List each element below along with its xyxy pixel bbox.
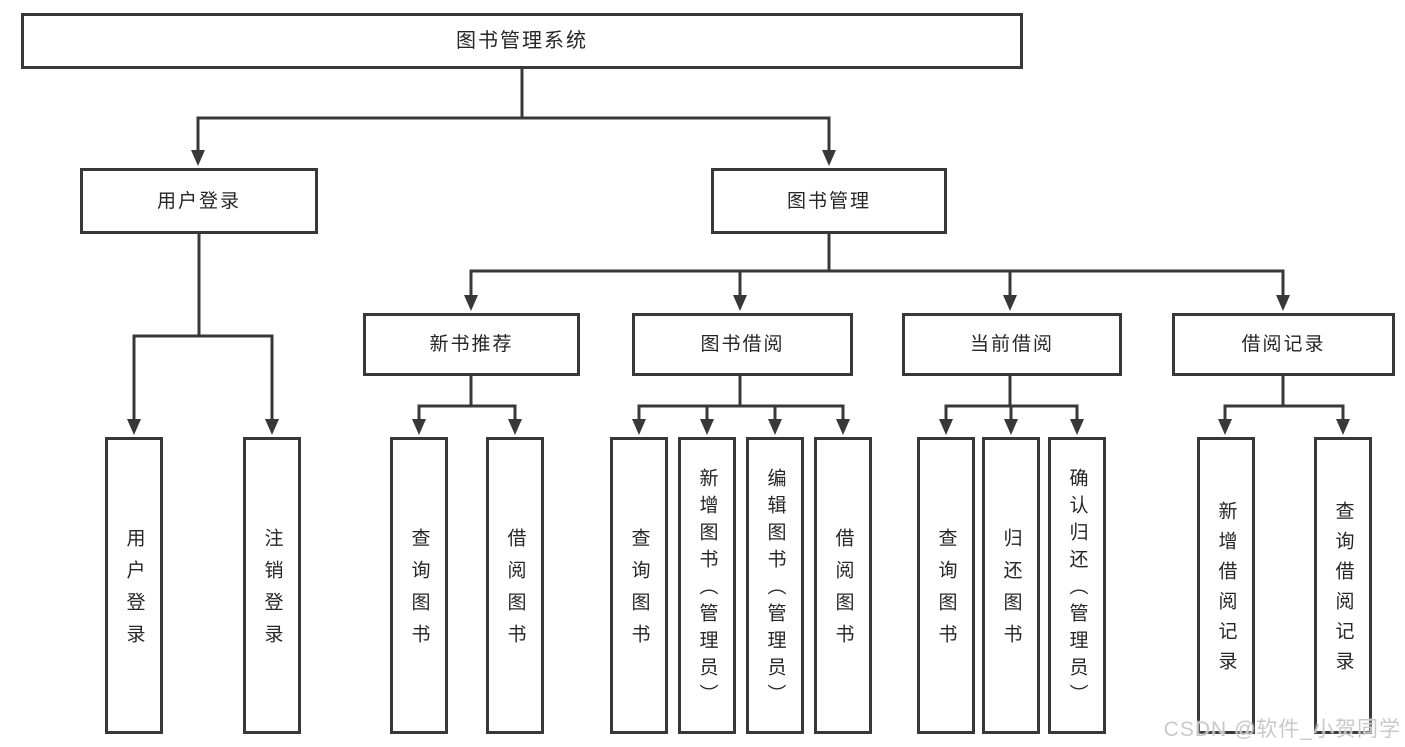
node-book-borrowing: 图书借阅 — [632, 313, 853, 376]
node-label: 借阅图书 — [504, 528, 526, 656]
node-nb-borrow-books: 借阅图书 — [486, 437, 544, 734]
node-bb-borrow-books: 借阅图书 — [814, 437, 872, 734]
node-library-management-system: 图书管理系统 — [21, 13, 1023, 69]
node-nb-query-books: 查询图书 — [390, 437, 448, 734]
node-user-login-leaf: 用户登录 — [105, 437, 163, 734]
node-label: 用户登录 — [123, 528, 145, 656]
node-label: 查询图书 — [935, 528, 957, 656]
node-br-query-record: 查询借阅记录 — [1314, 437, 1372, 734]
node-label: 图书借阅 — [700, 334, 785, 355]
node-bb-add-books-admin: 新增图书（管理员） — [678, 437, 736, 734]
node-cb-query-books: 查询图书 — [917, 437, 975, 734]
node-br-add-record: 新增借阅记录 — [1197, 437, 1255, 734]
node-label: 确认归还（管理员） — [1066, 468, 1088, 711]
node-label: 当前借阅 — [969, 334, 1054, 355]
node-label: 新增图书（管理员） — [696, 468, 718, 711]
csdn-watermark: CSDN @软件_小贺同学 — [1163, 718, 1401, 741]
node-label: 注销登录 — [261, 528, 283, 656]
node-label: 图书管理 — [786, 190, 871, 212]
node-label: 编辑图书（管理员） — [764, 468, 786, 711]
node-label: 归还图书 — [1000, 528, 1022, 656]
node-current-borrowing: 当前借阅 — [902, 313, 1122, 376]
node-cb-return-books: 归还图书 — [982, 437, 1040, 734]
node-label: 查询图书 — [628, 528, 650, 656]
node-label: 借阅记录 — [1241, 334, 1326, 355]
node-label: 查询图书 — [408, 528, 430, 656]
node-label: 用户登录 — [156, 190, 241, 212]
node-label: 图书管理系统 — [456, 30, 588, 52]
node-bb-query-books: 查询图书 — [610, 437, 668, 734]
node-label: 新书推荐 — [429, 334, 514, 355]
node-book-management-branch: 图书管理 — [711, 168, 947, 234]
node-bb-edit-books-admin: 编辑图书（管理员） — [746, 437, 804, 734]
node-label: 新增借阅记录 — [1215, 501, 1237, 681]
node-label: 查询借阅记录 — [1332, 501, 1354, 681]
node-cb-confirm-return-admin: 确认归还（管理员） — [1048, 437, 1106, 734]
node-borrowing-records: 借阅记录 — [1172, 313, 1395, 376]
node-logout-leaf: 注销登录 — [243, 437, 301, 734]
node-label: 借阅图书 — [832, 528, 854, 656]
node-new-book-recommend: 新书推荐 — [363, 313, 580, 376]
node-user-login-branch: 用户登录 — [80, 168, 318, 234]
